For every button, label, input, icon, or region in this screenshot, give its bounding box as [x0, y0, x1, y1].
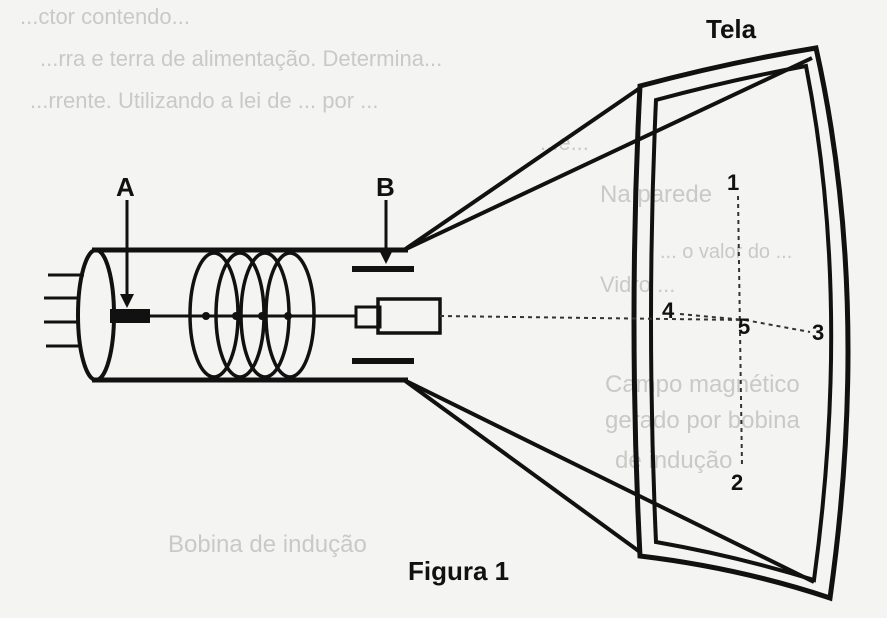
- point-4-label: 4: [662, 298, 675, 323]
- beam-paths: [439, 195, 811, 467]
- label-b: B: [376, 172, 395, 202]
- neck-end-cap: [76, 248, 116, 382]
- deflection-plates: [352, 266, 414, 364]
- bleed-through-text: ...ctor contendo... ...rra e terra de al…: [20, 4, 800, 558]
- bleed-line-3: ...rrente. Utilizando a lei de ... por .…: [30, 88, 379, 113]
- screen-inner-border: [649, 63, 834, 583]
- electrode-aperture: [232, 312, 240, 320]
- funnel-lower-outer: [402, 378, 642, 554]
- bleed-line-7: Vidro ...: [600, 272, 675, 297]
- figure-caption: Figura 1: [408, 556, 509, 586]
- bleed-line-10: de indução: [615, 447, 732, 474]
- beam-path-horizontal-right: [744, 319, 811, 333]
- funnel-upper-outer: [402, 86, 642, 252]
- funnel-lower-inner: [403, 378, 815, 584]
- electrode-aperture: [284, 312, 292, 320]
- electrode-aperture: [202, 312, 210, 320]
- beam-path-center: [439, 315, 746, 321]
- bleed-line-8: Campo magnético: [605, 371, 800, 398]
- label-a: A: [116, 172, 135, 202]
- anode-cylinder: [296, 297, 442, 335]
- anode-small-cylinder: [354, 305, 382, 329]
- bleed-line-5: Na parede: [600, 181, 712, 208]
- beam-path-horizontal-left: [679, 313, 746, 321]
- screen-frame: [631, 45, 851, 602]
- label-arrows: [120, 200, 393, 308]
- arrow-b-head: [379, 250, 393, 264]
- point-1-label: 1: [727, 170, 739, 195]
- bleed-line-1: ...ctor contendo...: [20, 4, 190, 29]
- cathode-block: [110, 309, 150, 323]
- point-2-label: 2: [731, 470, 743, 495]
- screen-outer-border: [631, 45, 851, 602]
- deflection-plate-top: [352, 266, 414, 272]
- funnel-upper-inner: [403, 56, 813, 252]
- point-5-label: 5: [738, 314, 750, 339]
- point-3-label: 3: [812, 320, 824, 345]
- arrow-a-head: [120, 294, 134, 308]
- electrode-aperture: [258, 312, 266, 320]
- label-screen: Tela: [706, 14, 757, 44]
- beam-path-vertical: [737, 195, 743, 467]
- anode-large-cylinder: [376, 297, 442, 335]
- cathode: [110, 309, 296, 323]
- tube-neck: [44, 247, 408, 383]
- screen-funnel: [402, 56, 815, 584]
- bleed-line-6: ... o valor do ...: [660, 241, 792, 263]
- bleed-line-2: ...rra e terra de alimentação. Determina…: [40, 46, 442, 71]
- deflection-plate-bottom: [352, 358, 414, 364]
- bleed-line-11: Bobina de indução: [168, 531, 367, 558]
